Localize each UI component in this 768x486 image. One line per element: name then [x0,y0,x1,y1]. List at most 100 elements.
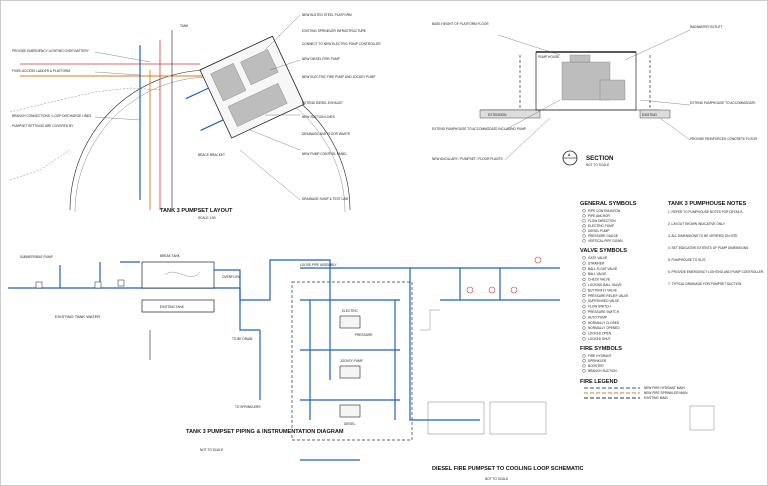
section-callout-left-3: NEW ANCILLARY / PUMPSET / FLOOR PLANTS [432,157,503,161]
section-marker-no: A [568,153,571,157]
pump-house-label: PUMP HOUSE [538,55,559,59]
note-item-0: 1. REFER TO PUMPHOUSE NOTES FOR DETAILS. [668,210,743,214]
tank-layout-title: TANK 3 PUMPSET LAYOUT [160,208,233,214]
valve-symbol-item-3: BALL VALVE [588,272,606,276]
callout-right-2: EXISTING SPRINKLER INFRASTRUCTURE [302,29,366,33]
valve-symbol-item-6: BUTTERFLY VALVE [588,288,617,292]
section-scale: NOT TO SCALE [586,163,609,167]
control-panel-shape [227,83,288,127]
general-symbol-item-0: PIPE CONTINUATION [588,209,621,213]
fire-symbol-item-2: BOOSTER [588,364,604,368]
cooling-loop-schematic: ELECTRIC JOCKEY PUMP DIESEL PRESSURE LOO… [291,256,715,481]
valve-symbol-symbol-13 [582,326,586,330]
general-symbol-symbol-0 [582,209,586,213]
note-item-6: 7. TYPICAL DRAINAGE FOR PUMPSET SUCTION. [668,282,742,286]
general-symbols-title: GENERAL SYMBOLS [580,201,637,207]
extension-label: EXTENSION [488,113,507,117]
valve-symbol-item-5: LOCKING BALL VALVE [588,283,622,287]
fire-symbols-legend: FIRE SYMBOLS FIRE HYDRANTSPRINKLERBOOSTE… [580,346,622,373]
existing-tank-shape [141,299,215,313]
valve-symbol-symbol-11 [582,315,586,319]
general-symbol-symbol-5 [582,234,586,238]
valve-symbol-symbol-5 [582,283,586,287]
fire-legend: FIRE LEGEND NEW FIRE HYDRANT MAIN NEW FI… [580,379,688,400]
valve-symbol-symbol-14 [582,331,586,335]
valve-symbol-symbol-8 [582,299,586,303]
pid-scale: NOT TO SCALE [200,448,223,452]
fire-symbols-title: FIRE SYMBOLS [580,346,622,352]
legend-existing: EXISTING MAIN [644,396,668,400]
schematic-scale: NOT TO SCALE [485,477,508,481]
valve-symbol-item-2: BALL FLOAT VALVE [588,267,617,271]
legend-sprinkler: NEW FIRE SPRINKLER MAIN [644,391,688,395]
callout-left-2: FIXED ACCESS LADDER & PLATFORM [12,69,70,73]
fire-symbol-symbol-3 [582,369,586,373]
general-symbol-symbol-2 [582,219,586,223]
pumpset-enclosure [291,281,413,441]
tank-layout-view: TANK BRACE BRACKET PROVIDE EMERGENCY LIG… [9,13,381,220]
tank-label: TANK [180,24,189,28]
note-item-4: 5. PUMPHOUSE TO SUIT. [668,258,706,262]
tank-layout-scale: SCALE 1:50 [198,216,216,220]
electric-pump-box [339,315,361,329]
diesel-pump-shape [210,63,247,102]
fire-symbol-item-1: SPRINKLER [588,359,607,363]
callout-right-5: NEW ELECTRIC FIRE PUMP AND JOCKEY PUMP [302,75,375,79]
fire-symbol-symbol-0 [582,354,586,358]
pid-label-existing-tank-water: EXISTING TANK WATER [55,314,100,319]
fire-symbol-symbol-2 [582,364,586,368]
valve-symbol-symbol-7 [582,294,586,298]
valve-symbol-symbol-15 [582,337,586,341]
valve-symbol-item-0: GATE VALVE [588,256,607,260]
label-pressure: PRESSURE [355,333,373,337]
callout-right-4: NEW DIESEL FIRE PUMP [302,57,340,61]
section-callout-right-3: PROVIDE REINFORCED CONCRETE FLOOR [690,137,758,141]
section-callout-right-1: RAINWATER OUTLET [690,25,722,29]
general-symbol-item-2: FLOW DIRECTION [588,219,616,223]
jockey-pump-box [339,365,361,379]
pid-label-submersible-pump: SUBMERSIBLE PUMP [20,255,53,259]
fire-symbol-item-3: BRANCH SUCTION [588,369,617,373]
valve-symbol-item-1: STRAINER [588,261,605,265]
general-symbol-item-3: ELECTRIC PUMP [588,224,614,228]
valve-symbol-symbol-1 [582,261,586,265]
valve-symbol-item-13: NORMALLY OPENED [588,326,620,330]
bracket-label: BRACE BRACKET [198,153,225,157]
valve-symbol-symbol-2 [582,267,586,271]
valve-symbol-item-12: NORMALLY CLOSED [588,321,620,325]
pump-platform [199,35,305,139]
callout-right-1: NEW BOLTED STEEL PLATFORM [302,13,352,17]
pid-title: TANK 3 PUMPSET PIPING & INSTRUMENTATION … [186,429,344,435]
callout-left-3: BRANCH CONNECTIONS / LOOP DISCHARGE LINE… [12,114,91,118]
valve-symbol-symbol-3 [582,272,586,276]
general-symbol-symbol-6 [582,239,586,243]
fire-symbol-item-0: FIRE HYDRANT [588,354,612,358]
legend-hydrant: NEW FIRE HYDRANT MAIN [644,386,685,390]
note-item-5: 6. PROVIDE EMERGENCY LIGHTING AND PUMP C… [668,270,764,274]
exhaust-box [689,405,715,431]
valve-symbol-symbol-9 [582,304,586,308]
section-callout-left-1: BASE HEIGHT OF PLATFORM FLOOR [432,22,489,26]
general-symbol-item-4: DIESEL PUMP [588,229,609,233]
callout-right-8: DRAINAGE AND FLOOR WASTE [302,132,350,136]
note-item-1: 2. LAYOUT SHOWN INDICATIVE ONLY. [668,222,726,226]
valve-symbol-symbol-0 [582,256,586,260]
valve-symbol-item-9: FLOW SWITCH [588,305,611,309]
valve-symbol-symbol-4 [582,277,586,281]
section-title: SECTION [586,155,614,162]
section-callout-left-2: EXTEND PUMPHOUSE TO ACCOMMODATE INCLUDIN… [432,127,526,131]
callout-right-9: NEW PUMP CONTROL PANEL [302,152,347,156]
break-tank-shape [141,261,215,289]
valve-symbol-symbol-6 [582,288,586,292]
label-diesel: DIESEL [344,422,356,426]
general-symbol-symbol-1 [582,214,586,218]
valve-symbol-item-10: PRESSURE SWITCH [588,310,620,314]
electric-pump-shape [240,49,279,86]
pumphouse-notes: TANK 3 PUMPHOUSE NOTES 1. REFER TO PUMPH… [668,201,764,286]
callout-right-6: EXTEND DIESEL EXHAUST [302,101,343,105]
general-symbol-symbol-4 [582,229,586,233]
